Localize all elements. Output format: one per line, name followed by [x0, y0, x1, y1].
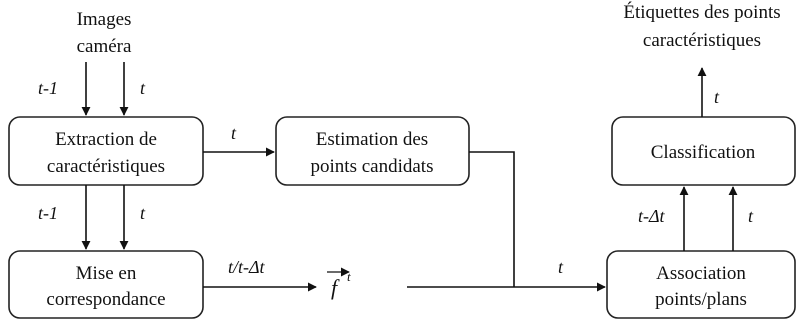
f-vector-symbol: f t [327, 267, 351, 300]
label-extract-down-right: t [140, 203, 146, 223]
box-association-line1: Association [656, 263, 746, 284]
label-assoc-up-right: t [748, 206, 754, 226]
label-class-out: t [714, 87, 720, 107]
box-estimation-line1: Estimation des [316, 129, 428, 150]
box-classification [611, 116, 796, 186]
label-mise-to-f: t/t-Δt [228, 257, 266, 277]
box-extraction-line1: Extraction de [55, 129, 157, 150]
box-association [606, 250, 796, 319]
box-extraction [8, 116, 204, 186]
connector-estimation-down [469, 151, 515, 287]
output-label-line2: caractéristiques [643, 30, 761, 51]
f-superscript: t [347, 269, 351, 284]
box-mise-line1: Mise en [76, 263, 137, 284]
label-extract-to-estimation: t [231, 123, 237, 143]
box-mise-line2: correspondance [46, 289, 165, 310]
label-assoc-up-left: t-Δt [638, 206, 666, 226]
box-association-line2: points/plans [655, 289, 747, 310]
input-label-line2: caméra [77, 36, 132, 57]
output-label-line1: Étiquettes des points [623, 1, 780, 23]
box-estimation [275, 116, 470, 186]
box-mise-en-correspondance [8, 250, 204, 319]
box-classification-line1: Classification [651, 142, 756, 163]
label-extract-down-left: t-1 [38, 203, 58, 223]
label-cam-left: t-1 [38, 78, 58, 98]
label-cam-right: t [140, 78, 146, 98]
box-extraction-line2: caractéristiques [47, 156, 165, 177]
box-estimation-line2: points candidats [311, 156, 434, 177]
label-to-association: t [558, 257, 564, 277]
f-symbol: f [331, 275, 340, 300]
input-label-line1: Images [77, 9, 132, 30]
